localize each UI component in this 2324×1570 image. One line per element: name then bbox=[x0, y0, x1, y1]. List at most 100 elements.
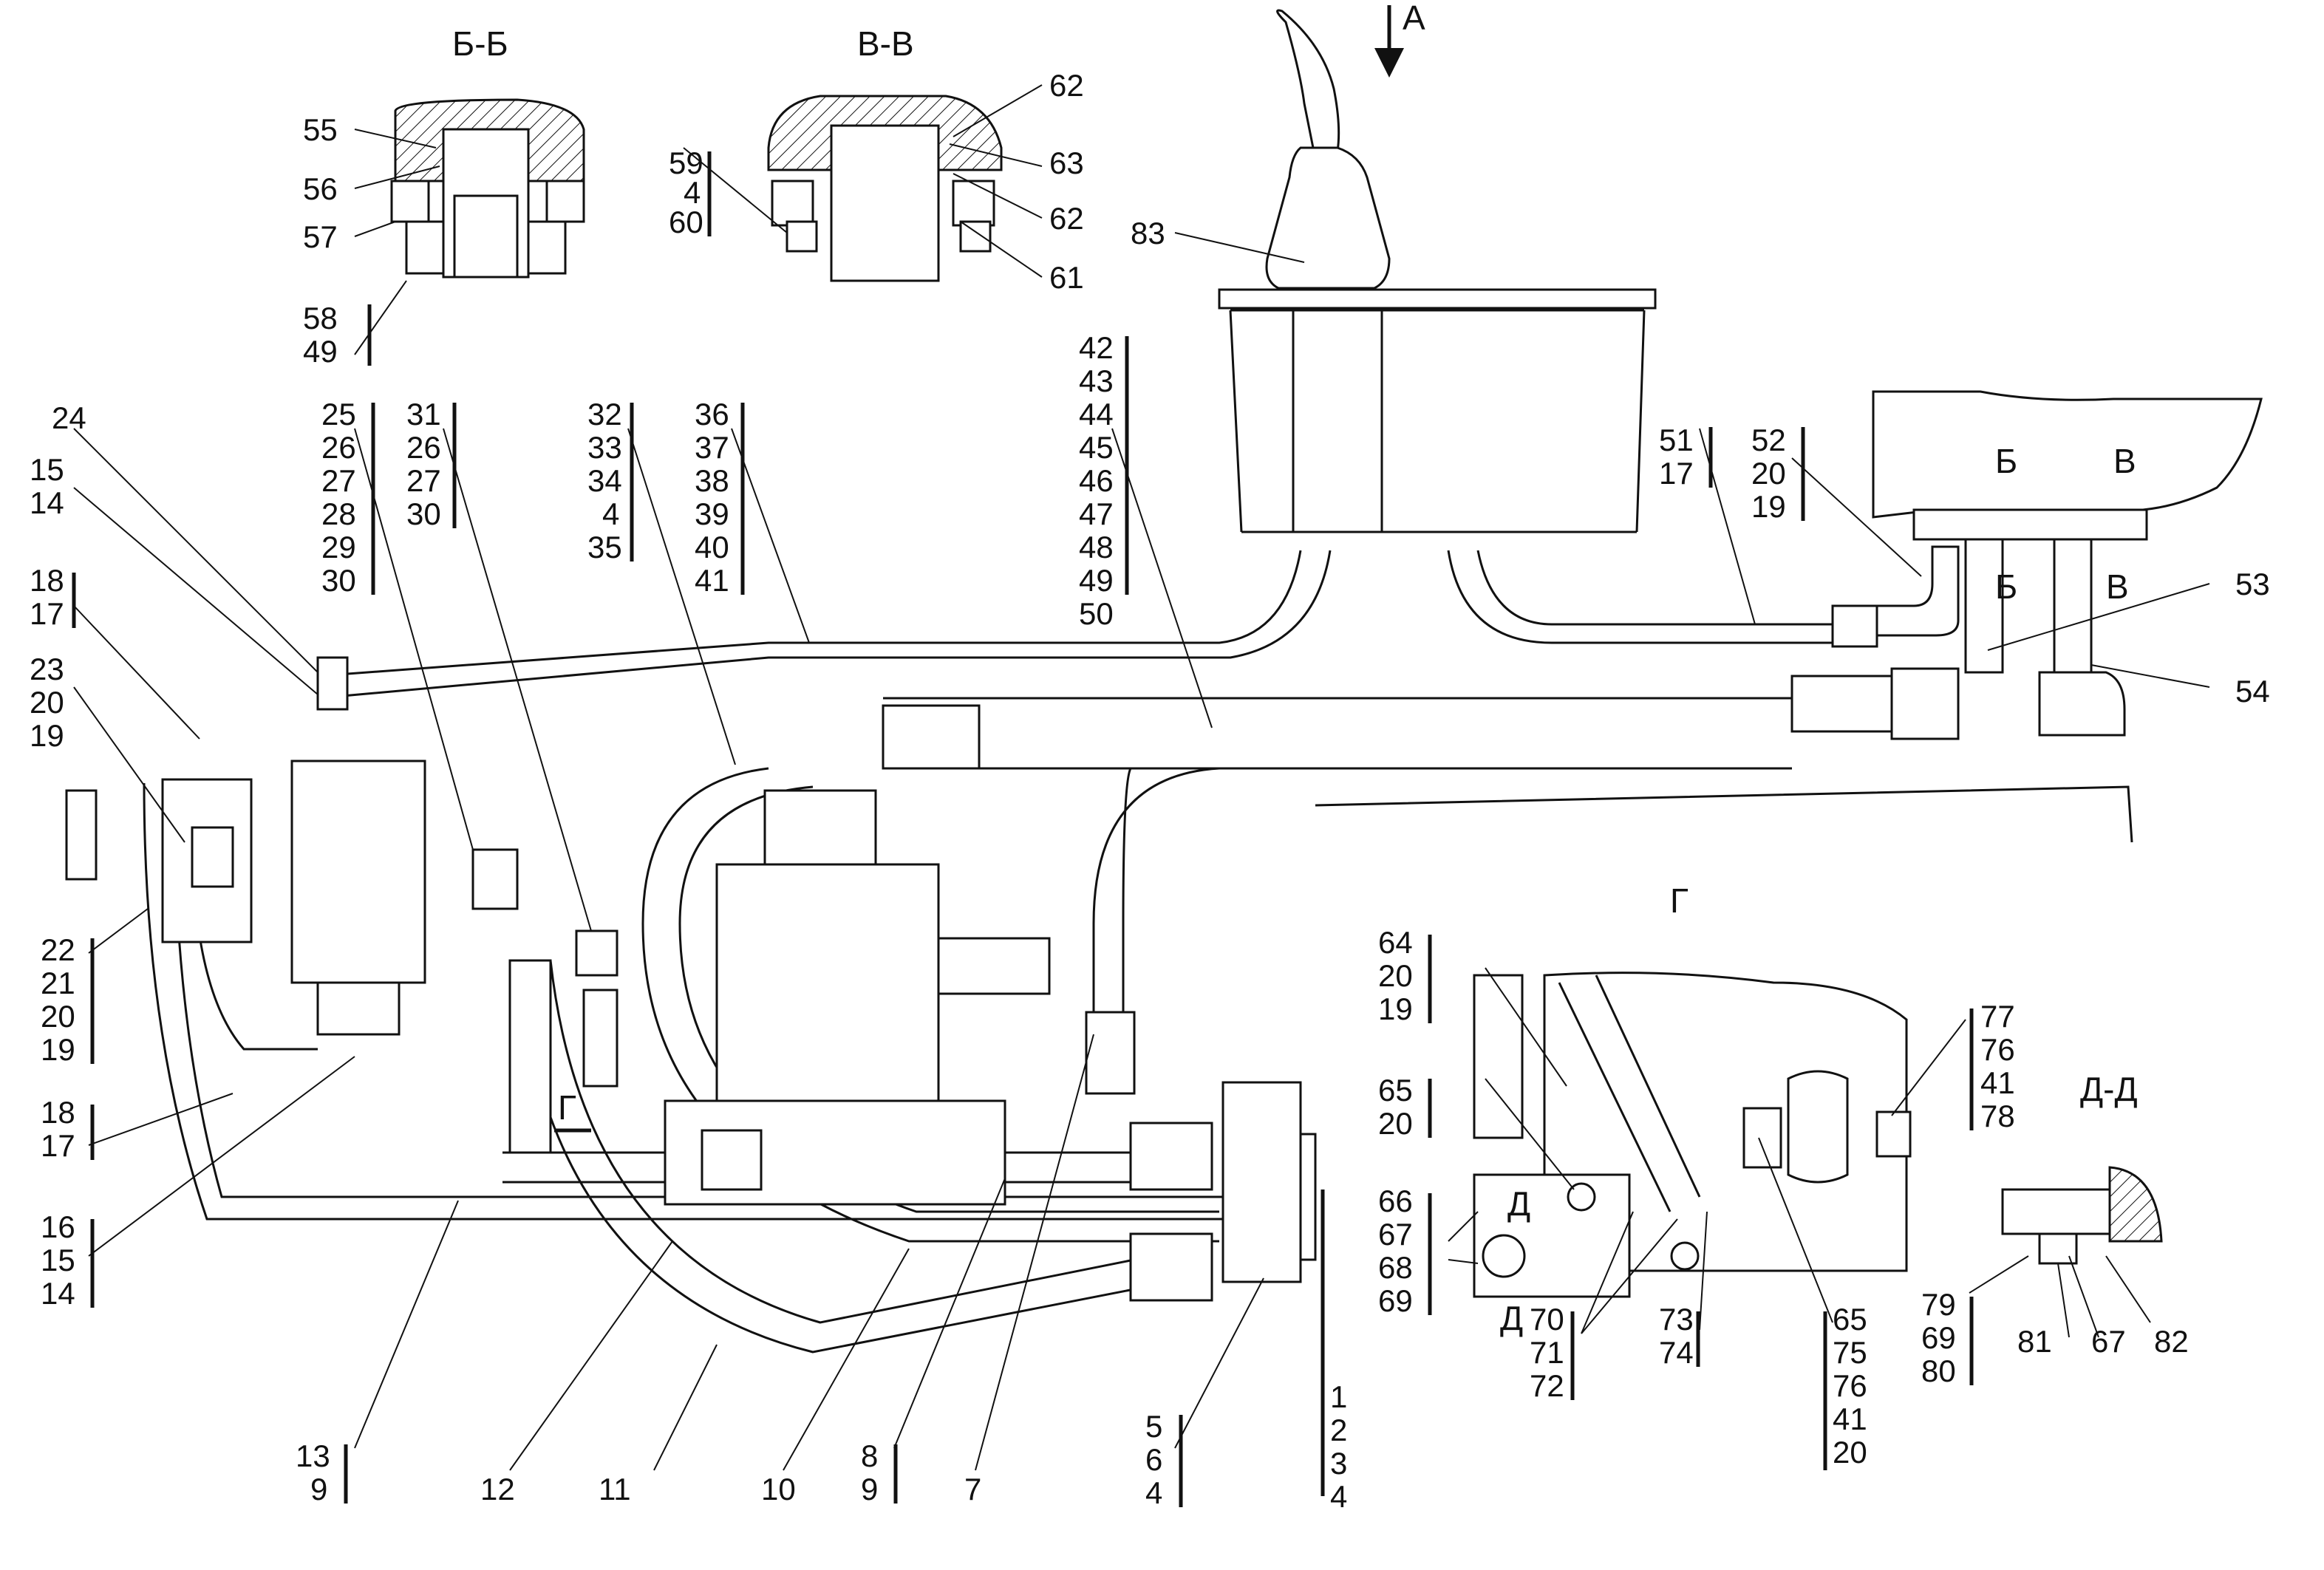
callout-c9b: 9 bbox=[861, 1472, 878, 1506]
dd-bolt bbox=[2001, 1188, 2111, 1235]
leaders-top bbox=[354, 428, 1213, 932]
pipe-53 bbox=[1964, 538, 2004, 674]
callout-c6: 6 bbox=[1145, 1442, 1162, 1477]
callout-c30a: 30 bbox=[321, 563, 356, 598]
callout-c74: 74 bbox=[1659, 1335, 1694, 1370]
callout-c67b: 67 bbox=[2091, 1324, 2126, 1359]
valve-hose-end bbox=[65, 789, 98, 881]
joystick-boot bbox=[1265, 146, 1391, 290]
callout-c65a: 65 bbox=[1378, 1073, 1413, 1107]
callout-c18a: 18 bbox=[30, 563, 64, 598]
leaders-vv bbox=[683, 84, 1043, 278]
hose-7-fitting bbox=[1085, 1011, 1136, 1095]
callout-c4b: 4 bbox=[602, 496, 619, 531]
callout-c37: 37 bbox=[695, 430, 729, 465]
callout-c45: 45 bbox=[1079, 430, 1114, 465]
callout-c30b: 30 bbox=[406, 496, 441, 531]
leaders-bottom bbox=[354, 1034, 1264, 1471]
view-g-frame bbox=[1315, 785, 2133, 843]
pump-top-fitting bbox=[763, 789, 877, 866]
distributor-flange bbox=[1299, 1133, 1317, 1261]
callout-c16: 16 bbox=[41, 1209, 75, 1244]
view-g-title: Г bbox=[1670, 881, 1689, 920]
bb-bolt-right bbox=[527, 220, 567, 275]
callout-c19d: 19 bbox=[1378, 992, 1413, 1026]
callout-c50: 50 bbox=[1079, 596, 1114, 631]
hose-51 bbox=[1447, 550, 1833, 644]
marker-g: Г bbox=[558, 1088, 576, 1127]
section-vv-view: В-В bbox=[767, 24, 1003, 282]
callout-c14a: 14 bbox=[30, 485, 64, 520]
vv-nut-right bbox=[952, 180, 995, 227]
callout-c80: 80 bbox=[1921, 1354, 1956, 1388]
callout-c82: 82 bbox=[2154, 1324, 2189, 1359]
callout-c47: 47 bbox=[1079, 496, 1114, 531]
joystick-box bbox=[1229, 309, 1646, 533]
hose-end-a bbox=[1129, 1122, 1213, 1191]
callout-c41c: 41 bbox=[1980, 1065, 2015, 1100]
callout-c12: 12 bbox=[480, 1472, 515, 1506]
view-g-tube bbox=[1558, 975, 1701, 1212]
hose-51b bbox=[1476, 550, 1833, 626]
callout-c75: 75 bbox=[1833, 1335, 1867, 1370]
callout-c19b: 19 bbox=[30, 718, 64, 753]
callout-c77: 77 bbox=[1980, 999, 2015, 1034]
callout-c20f: 20 bbox=[1833, 1435, 1867, 1470]
callout-c23: 23 bbox=[30, 652, 64, 686]
leaders-left-bottom bbox=[88, 908, 355, 1257]
vv-nut-left bbox=[771, 180, 814, 227]
callout-c25: 25 bbox=[321, 397, 356, 431]
callout-c27a: 27 bbox=[321, 463, 356, 498]
hose-17b bbox=[317, 550, 1332, 700]
callout-c41a: 41 bbox=[695, 563, 729, 598]
callout-c46: 46 bbox=[1079, 463, 1114, 498]
callout-c35: 35 bbox=[587, 530, 622, 564]
callout-c2: 2 bbox=[1330, 1413, 1347, 1447]
callout-c10: 10 bbox=[761, 1472, 796, 1506]
main-hose-end bbox=[1790, 675, 1897, 733]
callout-c55: 55 bbox=[303, 112, 338, 147]
callout-c39: 39 bbox=[695, 496, 729, 531]
valve-body bbox=[290, 760, 426, 984]
callout-c15a: 15 bbox=[30, 452, 64, 487]
marker-b1: Б bbox=[1995, 442, 2017, 480]
callout-c26a: 26 bbox=[321, 430, 356, 465]
callout-c36: 36 bbox=[695, 397, 729, 431]
callout-c43: 43 bbox=[1079, 364, 1114, 398]
callout-c56: 56 bbox=[303, 171, 338, 206]
pump-shaft bbox=[937, 937, 1051, 995]
callout-c38: 38 bbox=[695, 463, 729, 498]
callout-c4c: 4 bbox=[1145, 1475, 1162, 1510]
callout-c19a: 19 bbox=[1751, 489, 1786, 524]
callout-c41b: 41 bbox=[1833, 1402, 1867, 1436]
callout-c78: 78 bbox=[1980, 1099, 2015, 1133]
elbow-54 bbox=[2038, 671, 2126, 737]
callout-c49b: 49 bbox=[1079, 563, 1114, 598]
main-hose-large bbox=[883, 697, 1792, 770]
hose-end-b bbox=[1129, 1232, 1213, 1302]
callout-c81: 81 bbox=[2017, 1324, 2052, 1359]
callout-c5: 5 bbox=[1145, 1409, 1162, 1444]
main-hose-nut bbox=[1890, 667, 1960, 740]
cut-g-marker: Г bbox=[554, 1088, 591, 1133]
callout-c7: 7 bbox=[964, 1472, 981, 1506]
callout-c26b: 26 bbox=[406, 430, 441, 465]
callout-c4a: 4 bbox=[684, 175, 701, 210]
tank-block: Б В Б В bbox=[1872, 390, 2263, 737]
callout-c44: 44 bbox=[1079, 397, 1114, 431]
bb-tube bbox=[453, 194, 519, 279]
callout-c58: 58 bbox=[303, 301, 338, 335]
callout-c29: 29 bbox=[321, 530, 356, 564]
callout-c27b: 27 bbox=[406, 463, 441, 498]
section-vv-title: В-В bbox=[857, 24, 914, 63]
callout-c63: 63 bbox=[1049, 146, 1084, 180]
callout-c21: 21 bbox=[41, 966, 75, 1000]
view-g-fitting-65 bbox=[1567, 1182, 1596, 1212]
callout-c64: 64 bbox=[1378, 925, 1413, 960]
valve-tube-31 bbox=[582, 989, 619, 1088]
motor-port bbox=[701, 1129, 763, 1191]
hose-51-fitting bbox=[1831, 604, 1878, 648]
bb-nut-right bbox=[545, 180, 585, 223]
pump-assembly bbox=[664, 789, 1325, 1496]
